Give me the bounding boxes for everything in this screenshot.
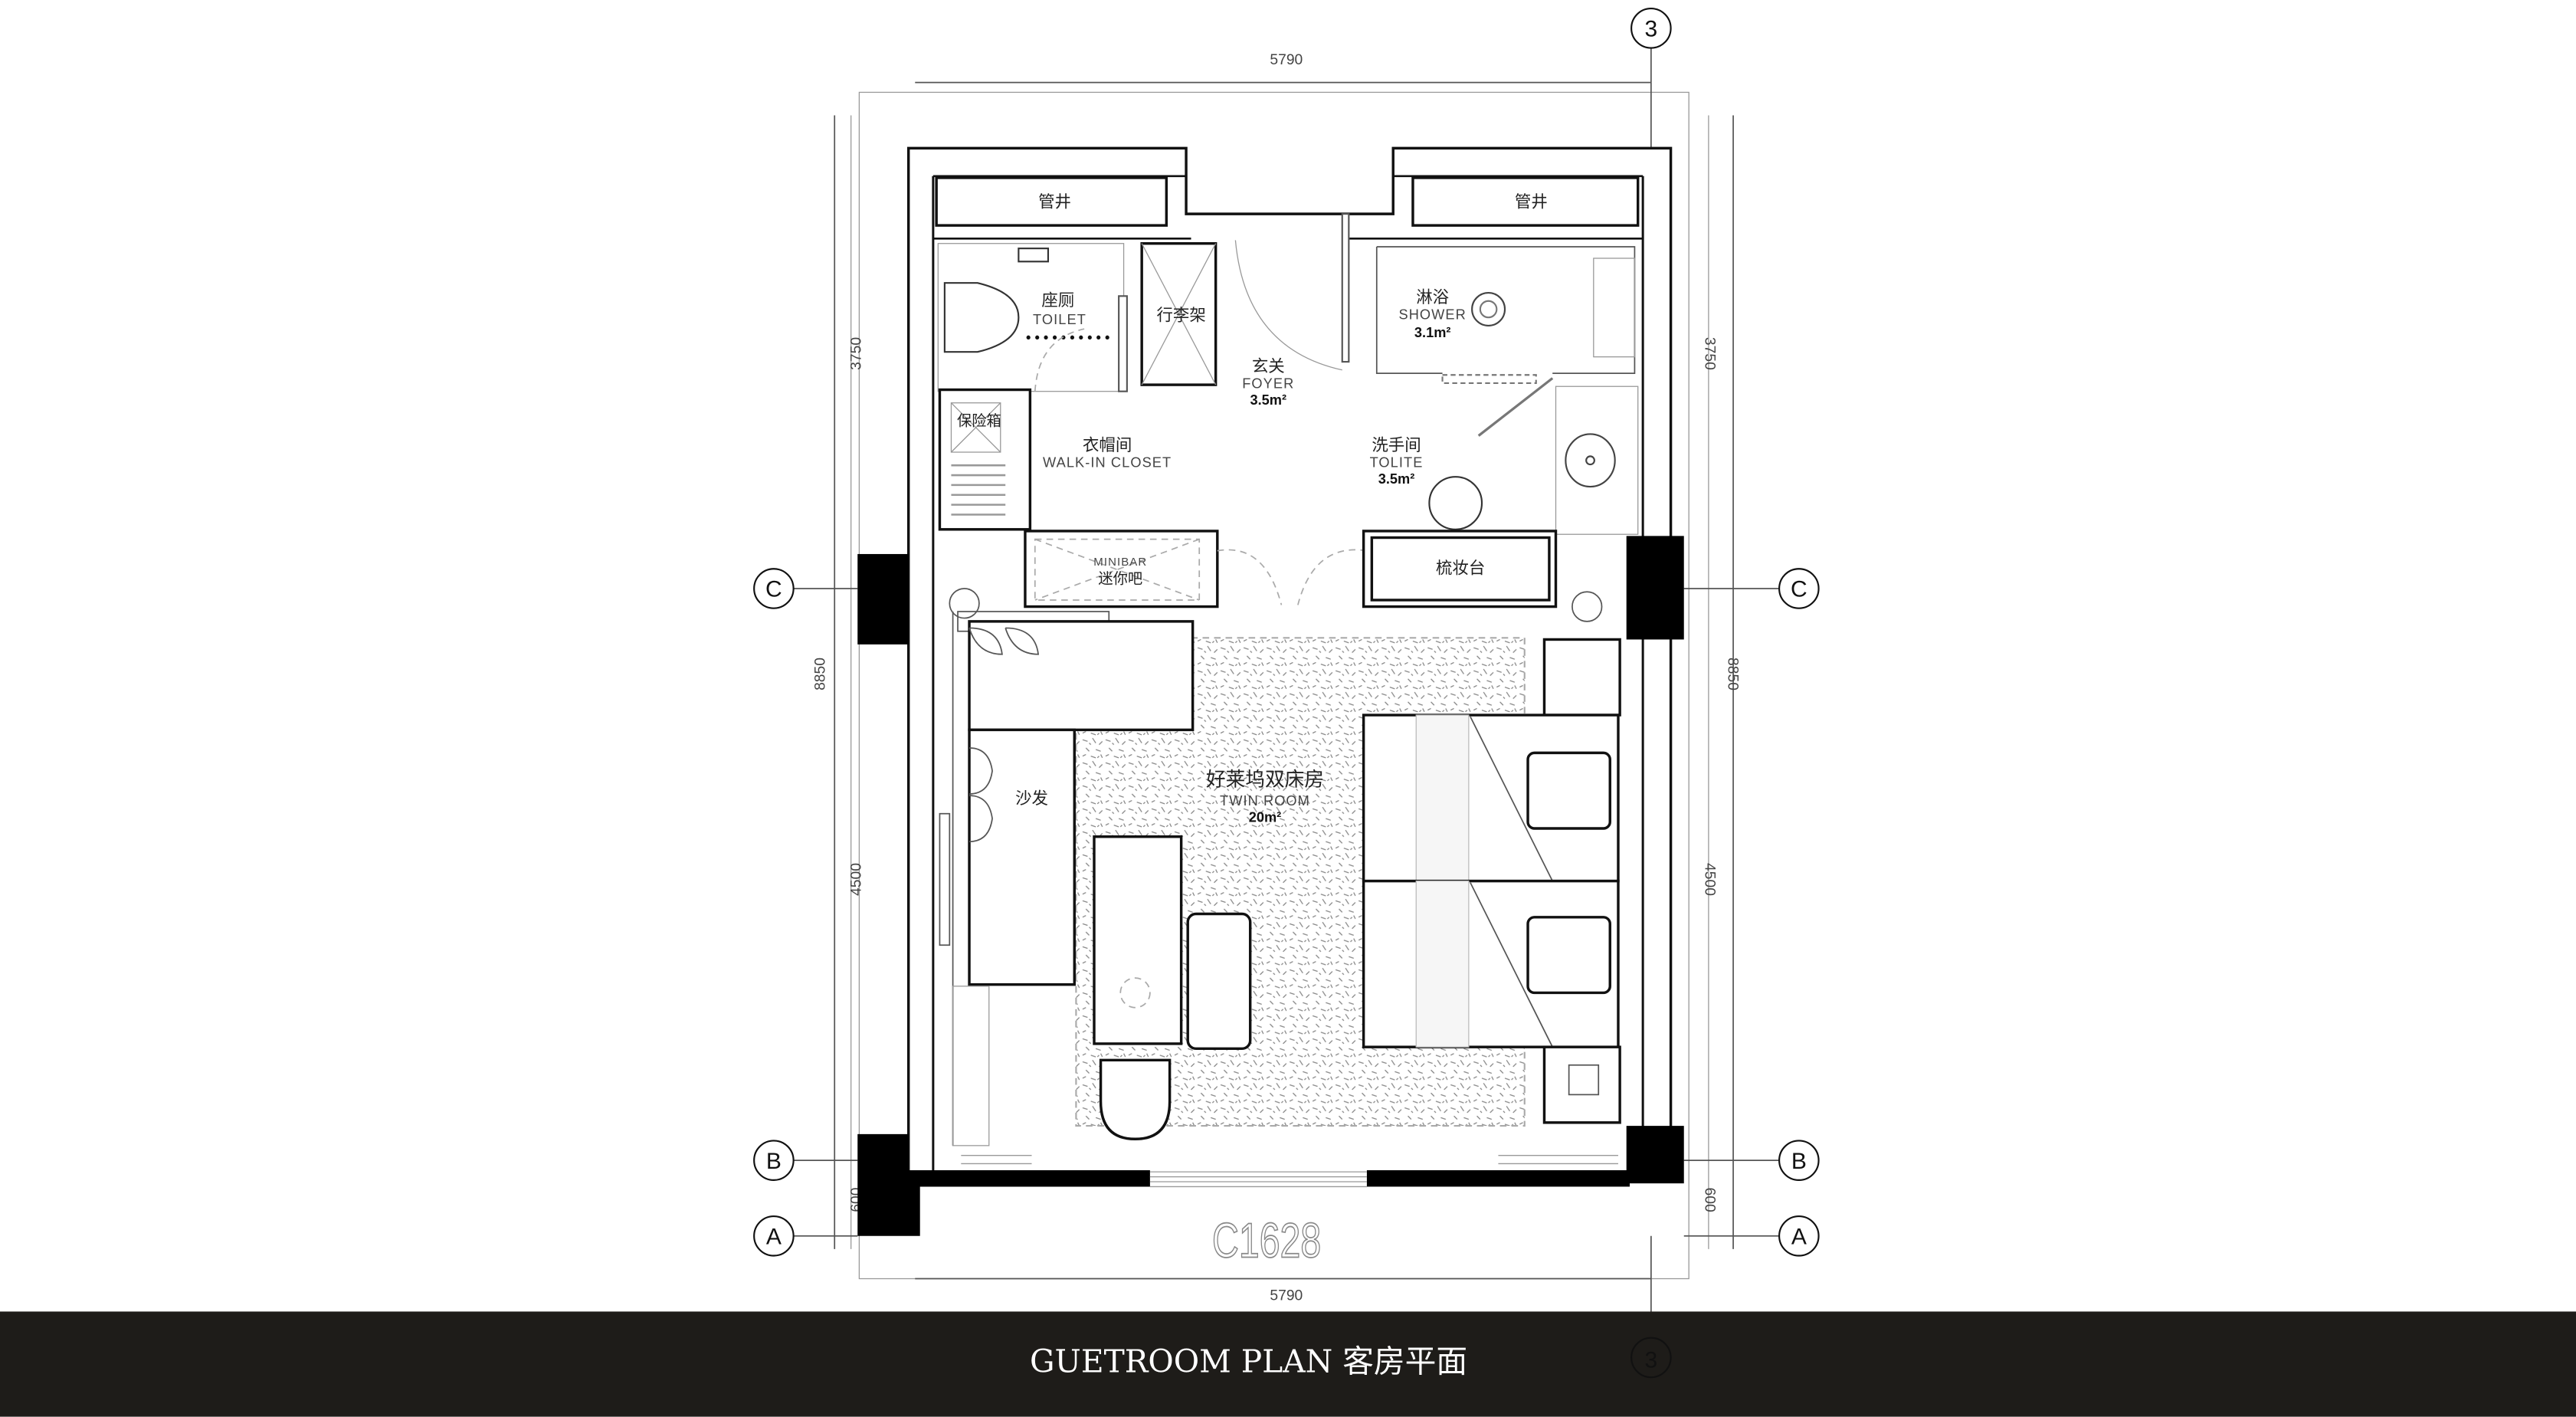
toilet-label-en: TOILET (1033, 312, 1086, 327)
window (1149, 1171, 1367, 1188)
downlight-icon (1571, 591, 1603, 622)
shower-label-en: SHOWER (1398, 307, 1466, 322)
tolite-label-en: TOLITE (1370, 454, 1424, 470)
pipe-shaft-left-label: 管井 (1038, 193, 1071, 212)
shower-drain-icon (1471, 291, 1506, 326)
pipe-shaft-right (1411, 176, 1640, 227)
shower-bench (1593, 257, 1636, 358)
right-dim-600: 600 (1702, 1188, 1718, 1212)
column-left-c (857, 553, 909, 645)
axis-3-bottom-label: 3 (1645, 1347, 1658, 1373)
nightstand-bottom (1542, 1045, 1621, 1124)
bed-1 (1362, 713, 1620, 883)
axis-3-bottom-marker (1630, 1337, 1672, 1379)
top-width-dimension: 5790 (1270, 52, 1303, 68)
column-right-c (1626, 536, 1684, 640)
twin-room-label-cn: 好莱坞双床房 (1206, 768, 1324, 791)
shower-area: 3.1m² (1414, 325, 1451, 340)
column-left-b (857, 1133, 1150, 1236)
left-dim-4500: 4500 (849, 863, 865, 896)
shower-glass-door[interactable] (1441, 374, 1537, 385)
sofa-label: 沙发 (1015, 789, 1048, 809)
minibar-label-cn: 迷你吧 (1098, 570, 1142, 588)
coffee-table (1093, 835, 1183, 1045)
tolite-area: 3.5m² (1378, 471, 1415, 487)
vanity-stool-icon (1428, 476, 1483, 530)
safe-box-icon (950, 402, 1001, 453)
axis-a-left-label: A (766, 1224, 782, 1249)
footer-band (0, 1311, 2576, 1417)
chairs-top (968, 627, 1040, 655)
pillow-icon (1526, 916, 1611, 995)
tolite-label-cn: 洗手间 (1372, 436, 1421, 455)
axis-row-b: B B (753, 1140, 1820, 1181)
luggage-rack (1141, 243, 1217, 385)
bottom-width-dimension: 5790 (1270, 1287, 1303, 1304)
pipe-shaft-left (935, 176, 1168, 227)
foyer-label-cn: 玄关 (1252, 357, 1285, 376)
closet-label-cn: 衣帽间 (1083, 436, 1132, 455)
pillow-icon (1526, 751, 1611, 830)
minibar-label-en: MINIBAR (1093, 556, 1147, 569)
axis-row-c: C C (753, 568, 1820, 609)
toilet-bowl-icon (943, 282, 1020, 353)
double-door-swing (1217, 549, 1368, 605)
shower-label-cn: 淋浴 (1416, 288, 1449, 307)
axis-c-left-label: C (765, 577, 782, 602)
entry-door[interactable] (1341, 213, 1350, 363)
footer-title: GUETROOM PLAN 客房平面 (1030, 1343, 1467, 1380)
entry-door-swing (1234, 240, 1342, 371)
minibar-cabinet (1034, 538, 1200, 601)
toilet-label-cn: 座厕 (1041, 291, 1074, 310)
toilet-dots: • • • • • • • • • • (1026, 330, 1109, 345)
armchair (1099, 1058, 1172, 1140)
walls (857, 146, 1684, 1236)
safe-label: 保险箱 (957, 412, 1001, 430)
twin-room-label-en: TWIN ROOM (1220, 793, 1310, 809)
right-dim-4500: 4500 (1702, 863, 1718, 896)
sofa (968, 728, 1076, 986)
axis-row-a: A A (753, 1215, 1820, 1257)
shower-door-open (1477, 377, 1554, 437)
floor-lamp-icon (1119, 977, 1151, 1009)
axis-b-right-label: B (1791, 1149, 1807, 1174)
room-code: C1628 (1212, 1214, 1321, 1268)
paper-holder-icon (1018, 248, 1050, 263)
axis-3-label: 3 (1645, 17, 1658, 42)
wash-basin-icon (1565, 433, 1616, 488)
curtains (961, 1155, 1618, 1165)
hangers (951, 464, 1006, 516)
axis-3-marker (1630, 8, 1672, 49)
ottoman (1186, 912, 1252, 1051)
left-dim-3750: 3750 (849, 337, 865, 370)
tv-panel (939, 812, 951, 946)
foyer-label-en: FOYER (1242, 376, 1294, 391)
left-dim-8850: 8850 (812, 658, 828, 690)
bed-2 (1362, 879, 1620, 1048)
nightstand-top (1542, 638, 1621, 717)
twin-room-area: 20m² (1249, 809, 1282, 825)
luggage-rack-label: 行李架 (1156, 306, 1205, 325)
axis-c-right-label: C (1791, 577, 1807, 602)
wall-bottom-right (1366, 1170, 1630, 1187)
closet-label-en: WALK-IN CLOSET (1043, 454, 1172, 470)
wash-counter (1555, 385, 1639, 535)
axis-a-right-label: A (1791, 1224, 1807, 1249)
pipe-shaft-right-label: 管井 (1515, 193, 1548, 212)
right-dim-8850: 8850 (1725, 658, 1741, 690)
right-dim-3750: 3750 (1702, 337, 1718, 370)
foyer-area: 3.5m² (1250, 392, 1286, 408)
column-right-b (1626, 1126, 1684, 1184)
sliding-door (1118, 295, 1128, 392)
sofa-cushions (969, 747, 993, 843)
vanity-label: 梳妆台 (1436, 559, 1485, 579)
axis-b-left-label: B (766, 1149, 782, 1174)
